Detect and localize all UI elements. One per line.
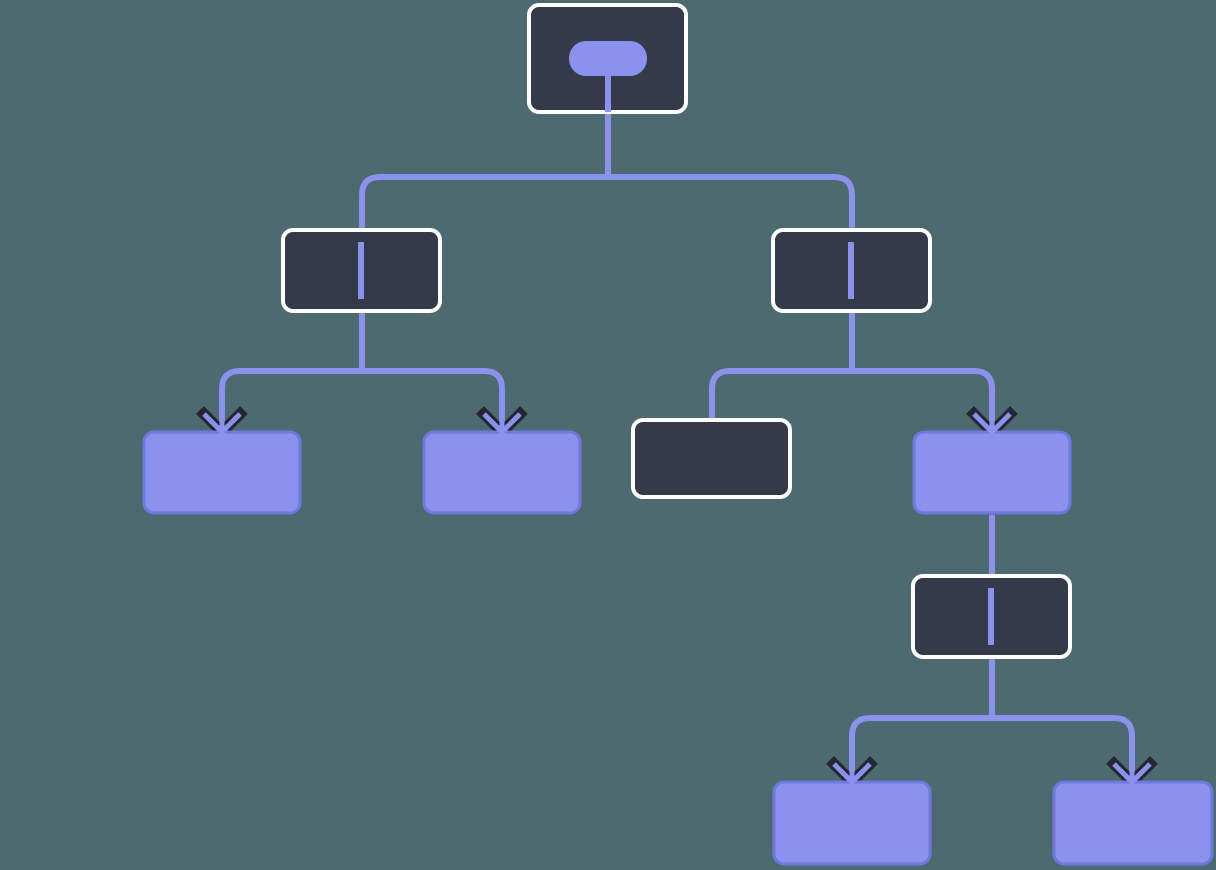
root-stem — [605, 76, 611, 112]
branch-node-right[interactable] — [771, 228, 932, 313]
dark-leaf-node[interactable] — [631, 418, 792, 499]
root-pill — [569, 41, 647, 76]
connector-root-to-branch-right — [608, 174, 855, 228]
node-layer — [142, 3, 1214, 866]
connector-branch-right-to-purple-branch — [852, 368, 995, 430]
root-node[interactable] — [527, 3, 688, 114]
leaf-node-3[interactable] — [772, 780, 932, 866]
node-body — [142, 430, 302, 515]
node-body — [772, 780, 932, 866]
connector-branch-left-to-leaf-1 — [219, 368, 362, 430]
connector-layer — [219, 112, 1135, 780]
sub-branch-node[interactable] — [911, 574, 1072, 659]
purple-branch-node[interactable] — [912, 430, 1072, 515]
node-body — [1052, 780, 1214, 866]
connector-root-to-branch-left — [359, 174, 608, 228]
leaf-node-1[interactable] — [142, 430, 302, 515]
connector-branch-left-to-leaf-2 — [362, 368, 505, 430]
connector-sub-branch-to-leaf-4 — [992, 715, 1135, 780]
through-line-sub — [988, 588, 994, 645]
node-body — [912, 430, 1072, 515]
connector-sub-branch-to-leaf-3 — [849, 715, 992, 780]
connector-branch-right-to-dark-leaf — [709, 368, 852, 418]
through-line-left — [358, 242, 364, 299]
arrowhead-purple-layer — [202, 400, 1152, 786]
node-body — [422, 430, 582, 515]
leaf-node-2[interactable] — [422, 430, 582, 515]
node-body — [631, 418, 792, 499]
leaf-node-4[interactable] — [1052, 780, 1214, 866]
branch-node-left[interactable] — [281, 228, 442, 313]
through-line-right — [848, 242, 854, 299]
